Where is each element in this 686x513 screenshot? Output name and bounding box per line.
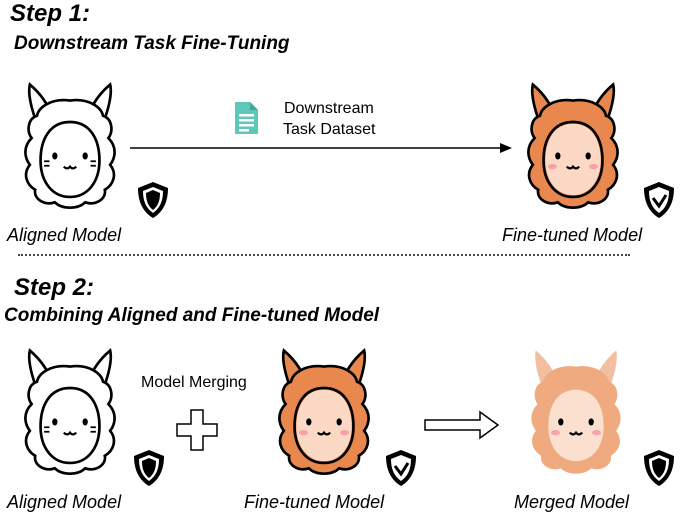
finetuned-llama-icon <box>278 349 370 476</box>
shield-icon <box>138 182 168 218</box>
finetune-arrow <box>130 143 512 153</box>
dataset-label-line2: Task Dataset <box>283 121 376 138</box>
shield-check-icon <box>644 182 674 218</box>
merging-label: Model Merging <box>141 374 247 391</box>
aligned-llama-icon <box>24 83 116 210</box>
step1-subtitle: Downstream Task Fine-Tuning <box>14 33 290 54</box>
step1-title: Step 1: <box>10 0 91 27</box>
shield-icon <box>134 450 164 486</box>
finetuned-llama-icon <box>527 83 619 210</box>
plus-icon <box>176 409 218 451</box>
aligned-llama-icon <box>24 349 116 476</box>
merge-arrow <box>424 410 500 440</box>
document-icon <box>235 102 258 134</box>
merged-llama-icon <box>531 350 621 474</box>
step2-subtitle: Combining Aligned and Fine-tuned Model <box>4 305 380 326</box>
step2-title: Step 2: <box>14 274 95 301</box>
step2-finetuned-caption: Fine-tuned Model <box>244 492 385 512</box>
dataset-label-line1: Downstream <box>284 100 374 117</box>
step1-finetuned-caption: Fine-tuned Model <box>502 225 643 245</box>
shield-check-icon <box>386 450 416 486</box>
step2-aligned-caption: Aligned Model <box>7 492 122 512</box>
section-divider <box>18 254 630 256</box>
shield-icon <box>644 450 674 486</box>
step1-aligned-caption: Aligned Model <box>7 225 122 245</box>
merged-caption: Merged Model <box>514 492 630 512</box>
